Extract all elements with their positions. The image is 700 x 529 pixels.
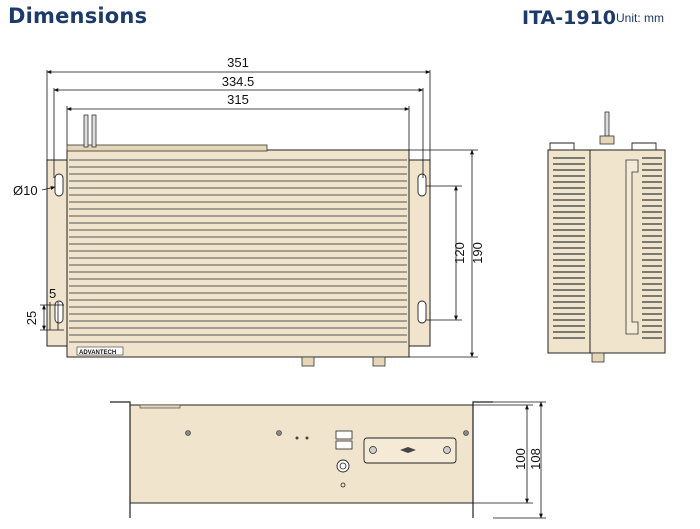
side-fins-right <box>642 157 662 339</box>
top-connectors <box>66 144 268 152</box>
dim-slot-height: 25 <box>24 311 39 325</box>
front-view: ADVANTECH 351 334.5 315 Ø10 <box>13 55 485 367</box>
dim-width-overall: 351 <box>227 55 249 70</box>
power-button-icon <box>336 459 350 473</box>
page-title: Dimensions <box>8 4 148 28</box>
dim-height-outer: 190 <box>470 242 485 264</box>
foot-left <box>301 356 315 367</box>
side-fins-left <box>553 157 585 339</box>
usb-port-top <box>335 430 353 440</box>
keyhole-top-right <box>417 173 427 197</box>
dim-width-mid: 334.5 <box>222 74 255 89</box>
top-view: 100 108 <box>110 401 546 519</box>
side-antenna <box>604 111 610 137</box>
dim-slot-width: 5 <box>49 286 56 301</box>
keyhole-bottom-left <box>54 300 64 324</box>
chassis-side <box>547 149 666 354</box>
side-view <box>547 111 666 363</box>
cooling-fins <box>69 159 407 343</box>
dim-width-inner: 315 <box>227 92 249 107</box>
model-name: ITA-1910 <box>522 7 617 29</box>
dim-height-inner: 120 <box>452 242 467 264</box>
antenna-left <box>83 114 89 148</box>
keyhole-bottom-right <box>417 300 427 324</box>
dim-depth-inner: 100 <box>513 448 528 470</box>
chassis-front <box>66 149 410 358</box>
foot-right <box>372 356 386 367</box>
keyhole-top-left <box>54 173 64 197</box>
dim-depth-outer: 108 <box>528 448 543 470</box>
brand-label: ADVANTECH <box>79 350 116 356</box>
usb-port-bottom <box>335 440 353 450</box>
side-foot <box>591 352 605 363</box>
dim-hole-diameter: Ø10 <box>13 183 38 198</box>
antenna-right <box>91 114 97 148</box>
unit-label: Unit: mm <box>616 11 664 25</box>
